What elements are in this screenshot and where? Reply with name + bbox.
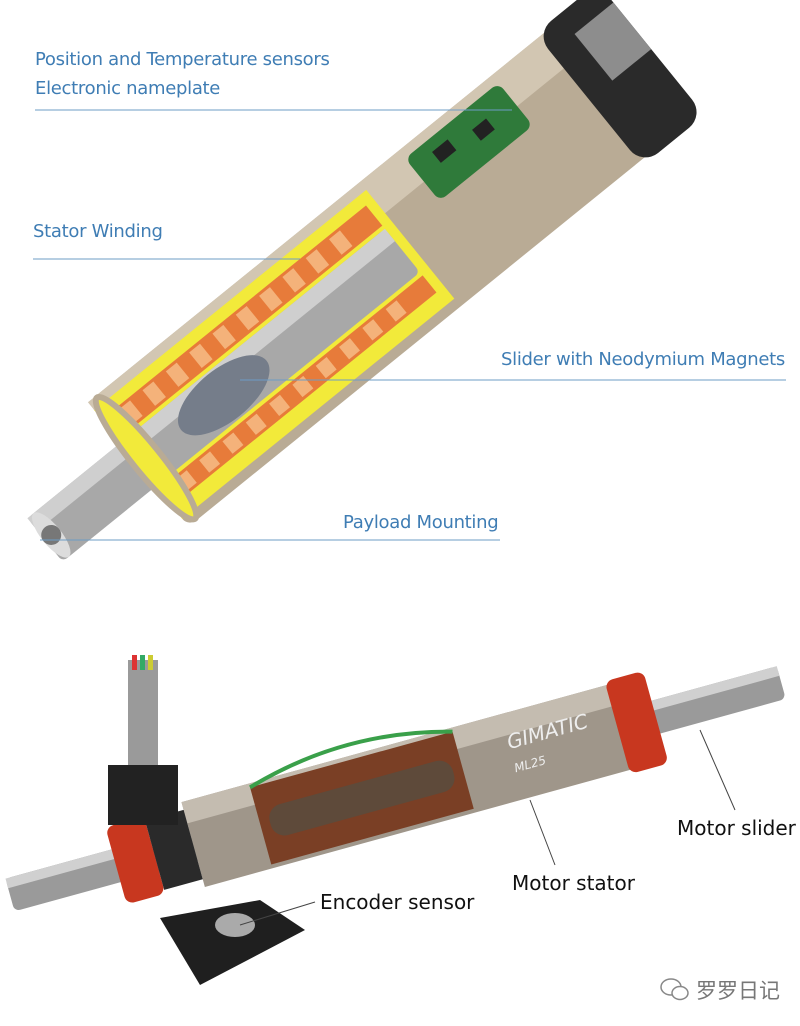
tubular-linear-motor: GIMATIC ML25	[5, 666, 785, 911]
label-motor-slider: Motor slider	[677, 816, 796, 840]
leader-lines-top	[33, 109, 786, 541]
watermark: 罗罗日记	[660, 975, 780, 1005]
label-stator-winding: Stator Winding	[33, 221, 163, 242]
sensor-pcb	[408, 86, 530, 198]
encoder-sensor-block	[160, 900, 305, 985]
label-slider: Slider with Neodymium Magnets	[501, 349, 785, 370]
label-sensors: Position and Temperature sensors	[35, 49, 330, 70]
leader-lines-bottom	[239, 729, 736, 926]
wechat-icon	[660, 978, 689, 1001]
label-motor-stator: Motor stator	[512, 871, 635, 895]
watermark-text: 罗罗日记	[696, 980, 780, 1003]
label-nameplate: Electronic nameplate	[35, 78, 221, 99]
label-encoder-sensor: Encoder sensor	[320, 890, 475, 914]
label-payload-mounting: Payload Mounting	[343, 512, 499, 533]
cable-connector-block	[108, 765, 178, 825]
linear-motor-cutaway	[27, 0, 697, 560]
cable	[128, 660, 158, 780]
stator-winding-slots	[119, 230, 407, 492]
